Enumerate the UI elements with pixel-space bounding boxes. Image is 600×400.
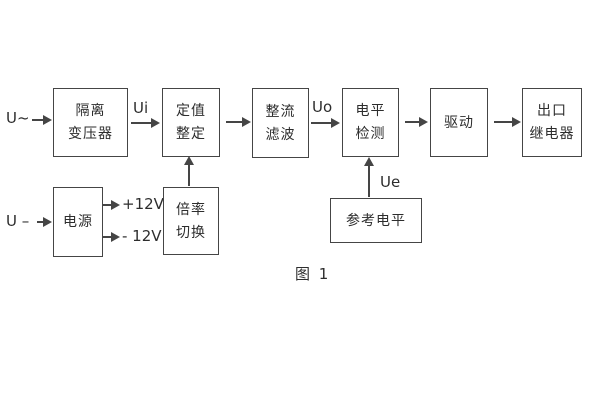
arrow-right-icon bbox=[311, 118, 340, 128]
signal-ui-label: Ui bbox=[133, 99, 149, 117]
figure-caption: 图 1 bbox=[295, 265, 331, 283]
block-label: 参考电平 bbox=[346, 212, 406, 229]
block-label: 整定 bbox=[176, 126, 206, 142]
signal-uo-label: Uo bbox=[312, 98, 333, 116]
block-label: 驱动 bbox=[444, 114, 474, 131]
arrow-right-icon bbox=[226, 117, 251, 127]
block-label: 隔离 bbox=[75, 103, 106, 119]
block-label: 继电器 bbox=[529, 126, 575, 142]
block-label: 定值 bbox=[176, 103, 206, 119]
arrow-right-icon bbox=[405, 117, 428, 127]
arrow-up-icon bbox=[184, 156, 194, 186]
block-label: 变压器 bbox=[68, 126, 113, 142]
block-label: 整流 bbox=[265, 103, 296, 120]
block-label: 电源 bbox=[63, 214, 93, 230]
block-label: 电平 bbox=[355, 103, 386, 119]
arrow-right-icon bbox=[103, 232, 120, 242]
block-isolation-transformer: 隔离 变压器 bbox=[53, 88, 128, 157]
block-rectifier-filter: 整流 滤波 bbox=[252, 88, 309, 158]
block-driver: 驱动 bbox=[430, 88, 488, 157]
block-label: 滤波 bbox=[265, 126, 296, 143]
arrow-up-icon bbox=[364, 157, 374, 197]
signal-ue-label: Ue bbox=[380, 173, 401, 191]
block-label: 倍率 bbox=[176, 201, 206, 218]
block-level-detection: 电平 检测 bbox=[342, 88, 399, 157]
block-reference-level: 参考电平 bbox=[330, 198, 422, 243]
block-power-supply: 电源 bbox=[53, 187, 103, 257]
input-ac-label: U~ bbox=[6, 109, 30, 127]
input-dc-label: U – bbox=[6, 212, 30, 230]
block-label: 切换 bbox=[176, 224, 206, 241]
plus-12v-label: +12V bbox=[122, 195, 164, 213]
arrow-right-icon bbox=[37, 217, 52, 227]
arrow-right-icon bbox=[131, 118, 160, 128]
arrow-right-icon bbox=[103, 200, 120, 210]
block-ratio-switch: 倍率 切换 bbox=[163, 187, 219, 255]
minus-12v-label: - 12V bbox=[122, 227, 162, 245]
block-output-relay: 出口 继电器 bbox=[522, 88, 582, 157]
block-setting-adjustment: 定值 整定 bbox=[162, 88, 220, 157]
block-label: 检测 bbox=[355, 126, 386, 142]
arrow-right-icon bbox=[32, 115, 52, 125]
block-label: 出口 bbox=[537, 103, 567, 119]
arrow-right-icon bbox=[494, 117, 521, 127]
